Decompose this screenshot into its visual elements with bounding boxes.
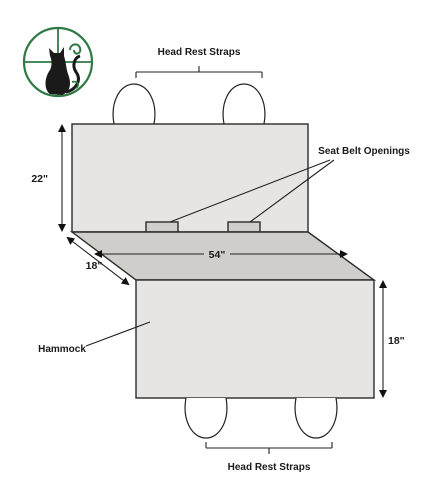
head-rest-straps-bottom-label: Head Rest Straps [228, 462, 311, 473]
seat-depth-dimension-label: 18" [86, 260, 103, 272]
head-rest-straps-top-bracket [135, 66, 263, 78]
hammock-height-dimension-label: 18" [388, 335, 405, 347]
seat-belt-openings-label: Seat Belt Openings [318, 146, 410, 157]
head-rest-straps-top-label: Head Rest Straps [158, 47, 241, 58]
seat-belt-pointer-left [169, 159, 331, 223]
head-rest-strap-bottom-right [294, 397, 338, 439]
width-dimension-label: 54" [209, 249, 226, 261]
seat-belt-pointer-right [249, 159, 335, 223]
head-rest-strap-top-left [112, 83, 156, 125]
head-rest-straps-bottom-bracket [205, 442, 333, 454]
head-rest-strap-bottom-left [184, 397, 228, 439]
seat-belt-opening-left [145, 221, 179, 233]
head-rest-strap-top-right [222, 83, 266, 125]
back-panel [71, 123, 309, 233]
seat-belt-opening-right [227, 221, 261, 233]
hammock-pointer [85, 321, 151, 347]
hammock-label: Hammock [38, 344, 86, 355]
seat-depth-dimension-line [66, 236, 130, 286]
back-height-dimension-label: 22" [31, 173, 48, 185]
cat-logo-icon [22, 26, 94, 98]
hammock-panel [135, 279, 375, 399]
